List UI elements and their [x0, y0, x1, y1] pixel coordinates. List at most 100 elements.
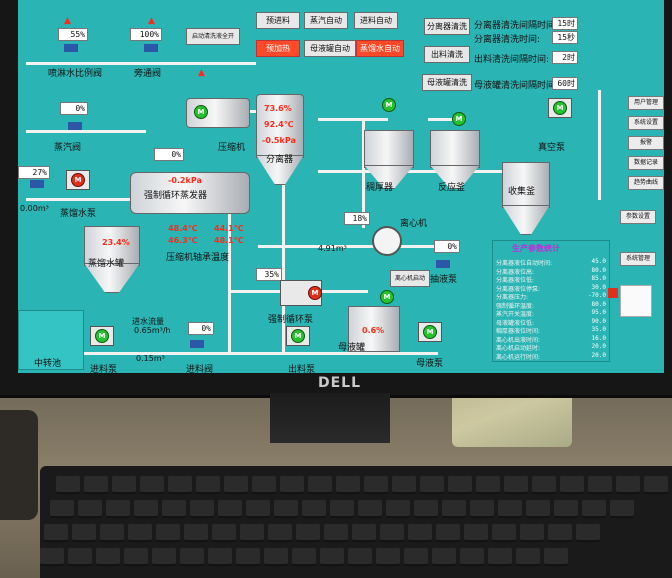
distill-auto-button[interactable]: 蒸馏水自动 — [356, 40, 404, 57]
side-nav-button[interactable]: 报警 — [628, 136, 664, 150]
parameter-label: 离心机运行时间: — [496, 353, 541, 361]
steam-valve-icon[interactable] — [68, 122, 82, 130]
parameter-row: 母液罐液位低: 90.0 — [496, 318, 606, 327]
sep-interval-field[interactable]: 15时 — [552, 17, 578, 30]
mother-clean-button[interactable]: 母液罐清洗 — [422, 74, 472, 91]
pre-feed-button[interactable]: 预进料 — [256, 12, 300, 29]
forced-pump-motor-icon: M — [308, 286, 322, 300]
keyboard-key — [358, 500, 382, 518]
bypass-valve-value: 100% — [130, 28, 162, 41]
keyboard-key — [516, 548, 540, 566]
feed-pump-label: 进料泵 — [90, 365, 118, 373]
side-nav-button[interactable]: 参数设置 — [620, 210, 656, 224]
side-nav-button[interactable]: 系统管理 — [620, 252, 656, 266]
parameter-value[interactable]: 95.0 — [591, 309, 606, 316]
keyboard-key — [236, 548, 260, 566]
parameter-value[interactable]: 90.0 — [591, 317, 606, 325]
feed-auto-button[interactable]: 进料自动 — [354, 12, 398, 29]
dell-logo: DELL — [318, 375, 362, 391]
out-interval-field[interactable]: 2时 — [552, 51, 578, 64]
parameter-row: 稠厚器液位时间:35.0 — [496, 326, 606, 335]
keyboard-key — [408, 524, 432, 542]
pipe — [26, 198, 146, 201]
parameter-value[interactable]: 80.0 — [591, 300, 606, 308]
distill-tank-label: 蒸馏水罐 — [88, 259, 125, 269]
pipe — [318, 170, 518, 173]
keyboard-key — [352, 524, 376, 542]
parameter-value[interactable]: 30.0 — [591, 283, 606, 291]
parameter-row: 分离器液位停泵:30.0 — [496, 284, 606, 293]
mother-pump-motor-icon: M — [423, 325, 437, 339]
side-nav-button[interactable]: 趋势曲线 — [628, 176, 664, 190]
keyboard-key — [152, 548, 176, 566]
keyboard-key — [50, 500, 74, 518]
parameter-row: 离心机启动延时:20.0 — [496, 343, 606, 352]
comp-temp-2: 44.1℃ — [214, 224, 244, 233]
evap-press: -0.2kPa — [168, 176, 202, 185]
mother-tank-motor-icon[interactable]: M — [380, 290, 394, 304]
parameter-value[interactable]: 16.0 — [591, 334, 606, 342]
mother-auto-button[interactable]: 母液罐自动 — [304, 40, 356, 57]
side-nav-button[interactable]: 数据记录 — [628, 156, 664, 170]
keyboard-key — [72, 524, 96, 542]
parameter-value[interactable]: 35.0 — [591, 326, 606, 333]
parameter-value[interactable]: 20.0 — [591, 343, 606, 350]
centrifuge-label: 离心机 — [400, 219, 428, 229]
keyboard-key — [548, 524, 572, 542]
keyboard-key — [268, 524, 292, 542]
bypass-valve-icon[interactable] — [144, 44, 158, 52]
side-nav-button[interactable]: 用户管理 — [628, 96, 664, 110]
reactor-motor-icon[interactable]: M — [452, 112, 466, 126]
spray-valve-icon[interactable] — [64, 44, 78, 52]
collect-label: 收集釜 — [508, 187, 536, 197]
preheat-button[interactable]: 预加热 — [256, 40, 300, 57]
compressor-motor-icon: M — [194, 105, 208, 119]
keyboard-key — [330, 500, 354, 518]
keyboard-key — [420, 476, 444, 494]
feed-flow-label: 进水流量 — [132, 317, 164, 326]
sep-time-field[interactable]: 15秒 — [552, 31, 578, 44]
thickener-motor-icon[interactable]: M — [382, 98, 396, 112]
parameter-value[interactable]: -70.0 — [587, 292, 606, 299]
pipe — [18, 352, 438, 355]
steam-auto-button[interactable]: 蒸汽自动 — [304, 12, 348, 29]
separator-press: -0.5kPa — [262, 136, 296, 145]
parameter-value[interactable]: 20.0 — [591, 351, 606, 359]
feed-valve-icon[interactable] — [190, 340, 204, 348]
mother-interval-field[interactable]: 60时 — [552, 77, 578, 90]
sep-clean-button[interactable]: 分离器清洗 — [424, 18, 470, 35]
keyboard-key — [436, 524, 460, 542]
spray-valve-label: 喷淋水比例阀 — [48, 69, 103, 79]
parameter-panel — [492, 240, 610, 362]
keyboard-key — [588, 476, 612, 494]
parameter-label: 母液罐液位低: — [496, 319, 535, 327]
pipe — [362, 118, 365, 228]
centrifuge-icon[interactable] — [372, 226, 402, 256]
parameter-value[interactable]: 85.0 — [591, 275, 606, 282]
distill-pump-motor-icon: M — [71, 173, 85, 187]
parameter-row: 分离器液位低:85.0 — [496, 275, 606, 284]
compressor-label: 压缩机 — [218, 143, 246, 153]
forced-evaporator — [130, 172, 250, 214]
pump-s-valve-icon[interactable] — [436, 260, 450, 268]
parameter-value[interactable]: 45.0 — [591, 258, 606, 265]
distill-valve-value: 27% — [18, 166, 50, 179]
keyboard-key — [324, 524, 348, 542]
keyboard-key — [520, 524, 544, 542]
clean-open-button[interactable]: 启动清洗液全开 — [186, 28, 240, 45]
parameter-value[interactable]: 80.0 — [591, 266, 606, 274]
keyboard-key — [246, 500, 270, 518]
steam-valve-value: 0% — [60, 102, 88, 115]
keyboard-key — [376, 548, 400, 566]
side-nav-button[interactable]: 系统设置 — [628, 116, 664, 130]
keyboard-key — [218, 500, 242, 518]
pipe — [598, 90, 601, 200]
reactor-tank — [430, 130, 480, 168]
out-clean-button[interactable]: 出料清洗 — [424, 46, 470, 63]
centrifuge-start-button[interactable]: 离心机启动 — [390, 270, 430, 287]
keyboard-key — [610, 500, 634, 518]
keyboard-key — [498, 500, 522, 518]
distill-valve-icon[interactable] — [30, 180, 44, 188]
distill-pump-label: 蒸馏水泵 — [60, 209, 97, 219]
keyboard-key — [414, 500, 438, 518]
